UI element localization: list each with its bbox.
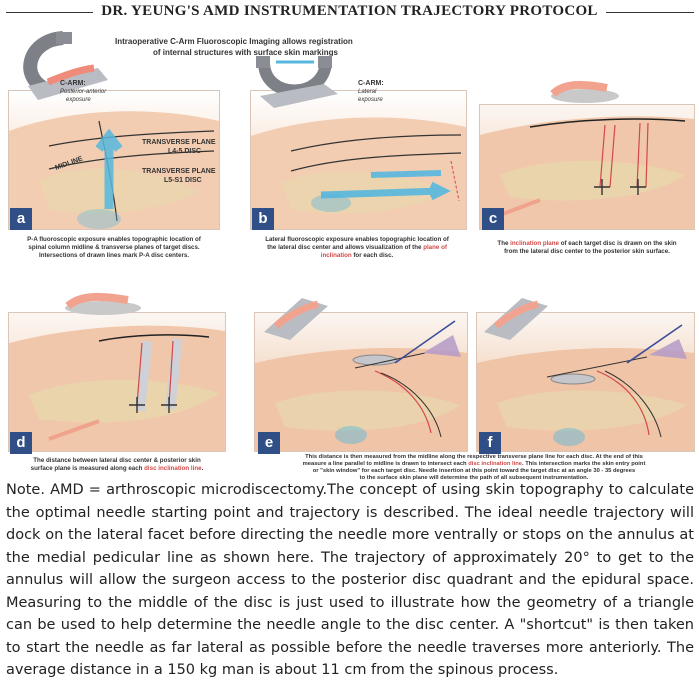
plane2-sub: L5-S1 DISC [164,177,202,184]
panel-a-badge: a [10,208,32,230]
panel-d [8,312,226,452]
panel-c-caption-1a: The [497,240,511,247]
panel-d-caption-2c: . [201,465,204,472]
panel-c-badge: c [482,208,504,230]
panel-a-caption-1: P-A fluoroscopic exposure enables topogr… [27,236,201,243]
panel-ef-caption-4: to the surface skin plane will determine… [359,475,589,481]
intro-text: Intraoperative C-Arm Fluoroscopic Imagin… [115,36,353,58]
panel-a-caption-2: spinal column midline & transverse plane… [28,244,200,251]
panel-d-caption-2a: surface plane is measured along each [30,465,145,472]
panel-b-caption-2b: plane of [423,244,447,251]
carm-a-label-title: C-ARM: [60,80,86,87]
panel-b [250,90,467,230]
carm-b-label-title: C-ARM: [358,80,384,87]
patient-figure-e [264,298,328,340]
c-arm-pa-figure [23,31,108,100]
panel-b-caption-3a: inclination [320,252,352,259]
patient-figure-f [484,298,548,340]
panel-c-illustration [480,116,694,229]
figure-note: Note. AMD = arthroscopic microdiscectomy… [6,482,694,678]
panel-a-caption-3: Intersections of drawn lines mark P-A di… [38,252,190,259]
panel-c-caption-2: from the lateral disc center to the post… [504,248,670,255]
panel-ef-caption-3: or "skin window" for each target disc. N… [312,468,636,474]
panel-d-badge: d [10,432,32,454]
patient-figure-d [65,292,141,315]
carm-a-label-sub2: exposure [66,97,91,103]
patient-figure-c [550,80,619,103]
panel-ef-caption-2c: . This intersection marks the skin entry… [522,461,646,467]
plane2-title: TRANSVERSE PLANE [142,168,216,175]
carm-a-label: C-ARM: Posterior-anterior exposure [60,80,106,104]
carm-a-label-sub1: Posterior-anterior [60,89,107,95]
plane1-title: TRANSVERSE PLANE [142,139,216,146]
panel-d-caption-1: The distance between lateral disc center… [33,457,201,464]
panel-c [479,104,695,230]
panel-e-illustration [255,320,467,451]
c-arm-lateral-figure [256,56,338,108]
panel-ef-caption-2a: measure a line parallel to midline is dr… [302,461,469,467]
panel-c-caption-1c: of each target disc is drawn on the skin [558,240,677,247]
panel-c-caption-1b: inclination plane [510,240,559,247]
panel-ef-caption: This distance is then measured from the … [254,454,694,482]
panel-ef-caption-1: This distance is then measured from the … [305,454,643,460]
panel-b-caption-2a: the lateral disc center and allows visua… [267,244,424,251]
carm-b-label: C-ARM: Lateral exposure [358,80,384,104]
page-title: DR. YEUNG'S AMD INSTRUMENTATION TRAJECTO… [0,3,699,20]
panel-e-badge: e [258,432,280,454]
carm-b-label-sub2: exposure [358,97,383,103]
intro-line-1: Intraoperative C-Arm Fluoroscopic Imagin… [115,37,353,46]
title-row: DR. YEUNG'S AMD INSTRUMENTATION TRAJECTO… [0,0,699,26]
panel-b-caption-3b: for each disc. [351,252,394,259]
panel-ef-caption-2b: disc inclination line [468,461,522,467]
panel-d-caption-2b: disc inclination line [144,465,202,472]
panel-a-labels: C-ARM: TRANSVERSE PLANE L4-5 DISC TRANSV… [54,139,216,184]
panel-d-illustration [9,325,225,451]
panel-b-badge: b [252,208,274,230]
panel-a-caption: P-A fluoroscopic exposure enables topogr… [8,236,220,260]
panel-a-illustration [9,111,219,229]
panel-b-caption: Lateral fluoroscopic exposure enables to… [246,236,468,260]
panel-b-caption-1: Lateral fluoroscopic exposure enables to… [265,236,449,243]
panel-f-illustration [477,324,694,451]
midline-label: MIDLINE [54,155,84,172]
carm-b-label-sub1: Lateral [358,89,377,95]
panel-c-caption: The inclination plane of each target dis… [479,240,695,256]
panel-f-badge: f [479,432,501,454]
intro-line-2: of internal structures with surface skin… [153,48,338,57]
panel-b-illustration [251,117,466,229]
panel-a [8,90,220,230]
panel-d-caption: The distance between lateral disc center… [8,457,226,473]
plane1-sub: L4-5 DISC [168,148,201,155]
